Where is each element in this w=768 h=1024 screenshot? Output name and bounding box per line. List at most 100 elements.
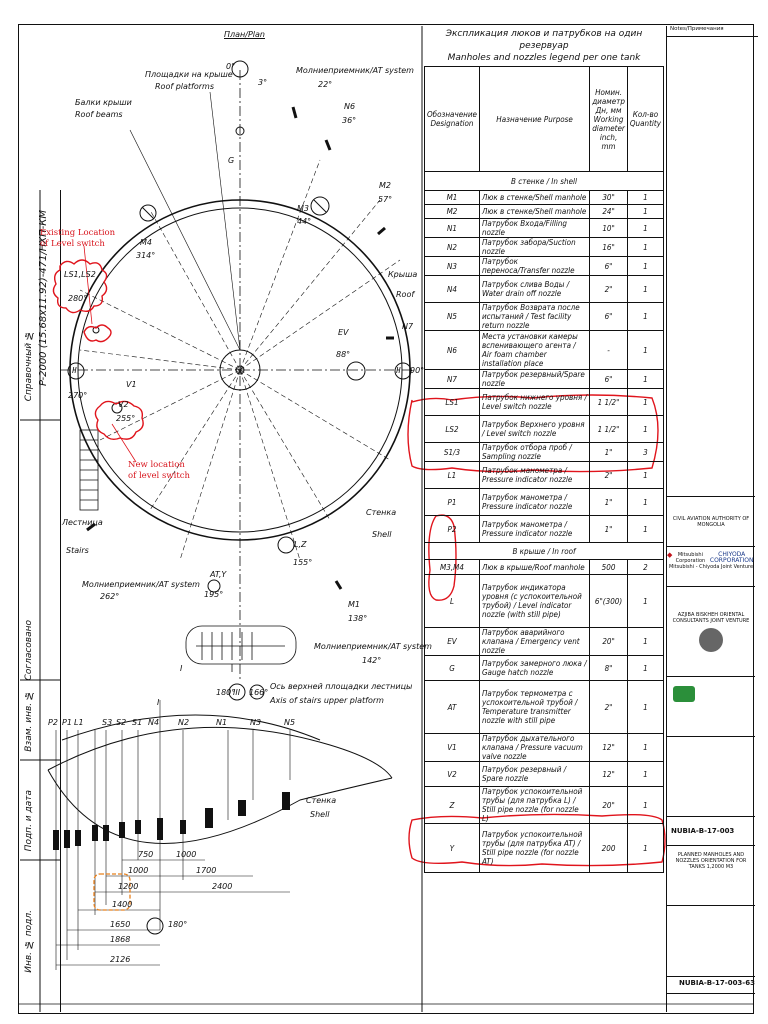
nozzle-n5: N5: [284, 718, 296, 727]
quantity-cell: 1: [626, 218, 665, 238]
notes-label: Notes/Примечания: [667, 26, 758, 37]
diameter-cell: -: [589, 330, 628, 370]
aty-label: AT,Y: [210, 570, 227, 579]
revision-block: [667, 906, 755, 977]
designation-cell: N3: [424, 256, 480, 276]
quantity-cell: 1: [626, 761, 665, 787]
elevation-shell-en: Shell: [310, 810, 330, 819]
jv-label: AZJIBA BISKHEH ORIENTAL CONSULTANTS JOIN…: [672, 612, 750, 624]
quantity-cell: 1: [626, 369, 665, 389]
purpose-cell: Патрубок забора/Suction nozzle: [478, 237, 591, 257]
section-roof-row: В крыше / In roof: [424, 542, 664, 560]
purpose-cell: Патрубок успокоительной трубы (для патру…: [478, 786, 591, 824]
stairs-ru: Лестница: [62, 518, 103, 527]
table-title: Экспликация люков и патрубков на один ре…: [424, 28, 664, 64]
designation-cell: N7: [424, 369, 480, 389]
designation-cell: L1: [424, 461, 480, 489]
header-designation: Обозначение Designation: [424, 66, 480, 172]
lz-angle: 155°: [293, 558, 313, 567]
dim-2126: 2126: [110, 955, 131, 964]
drawing-title: PLANNED MANHOLES AND NOZZLES ORIENTATION…: [667, 846, 755, 906]
designation-cell: Y: [424, 823, 480, 873]
roof-en: Roof: [396, 290, 415, 299]
existing-location-line2: of Level switch: [40, 239, 105, 249]
designation-cell: N6: [424, 330, 480, 370]
roof-platforms-en: Roof platforms: [155, 82, 215, 91]
designation-cell: P1: [424, 488, 480, 516]
section-roof: В крыше / In roof: [424, 542, 664, 560]
quantity-cell: 1: [626, 204, 665, 219]
purpose-cell: Патрубок переноса/Transfer nozzle: [478, 256, 591, 276]
section-shell-row: В стенке / In shell: [424, 171, 664, 191]
diameter-cell: 16": [589, 237, 628, 257]
diameter-cell: 2": [589, 680, 628, 734]
purpose-cell: Патрубок аварийного клапана / Emergency …: [478, 627, 591, 656]
diameter-cell: 12": [589, 761, 628, 787]
new-location-line1: New location: [128, 460, 185, 470]
m2-angle: 57°: [378, 195, 393, 204]
dim-1200: 1200: [118, 882, 139, 891]
roof-ru: Крыша: [388, 270, 418, 279]
designation-cell: N4: [424, 275, 480, 303]
diameter-cell: 10": [589, 218, 628, 238]
aty-angle: 195°: [204, 590, 224, 599]
roof-beams-ru: Балки крыши: [75, 98, 132, 107]
m4-angle: 314°: [136, 251, 156, 260]
dim-2400: 2400: [212, 882, 233, 891]
purpose-cell: Патрубок слива Воды / Water drain off no…: [478, 275, 591, 303]
purpose-cell: Патрубок Входа/Filling nozzle: [478, 218, 591, 238]
new-location-note: New location of level switch: [128, 460, 190, 482]
purpose-cell: Патрубок манометра / Pressure indicator …: [478, 488, 591, 516]
diameter-cell: 6"(300): [589, 574, 628, 628]
at-system-bottom: Молниеприемник/AT system: [314, 642, 432, 651]
purpose-cell: Патрубок Возврата после испытаний / Test…: [478, 302, 591, 331]
diameter-cell: 1 1/2": [589, 415, 628, 443]
chiyoda-label: CHIYODA CORPORATION: [709, 551, 754, 564]
v1-label: V1: [126, 380, 137, 389]
quantity-cell: 1: [626, 680, 665, 734]
designation-cell: EV: [424, 627, 480, 656]
diameter-cell: 1": [589, 515, 628, 543]
purpose-cell: Патрубок успокоительной трубы (для патру…: [478, 823, 591, 873]
elevation-roman-1: I: [157, 698, 160, 707]
n6-label: N6: [344, 102, 356, 111]
at-system-bottom-angle: 142°: [362, 656, 382, 665]
designation-cell: M1: [424, 190, 480, 205]
designation-cell: V2: [424, 761, 480, 787]
table-header-row: Обозначение Designation Назначение Purpo…: [424, 66, 665, 172]
quantity-cell: 1: [626, 823, 665, 873]
angle-3: 3°: [258, 78, 268, 87]
new-location-line2: of level switch: [128, 471, 190, 481]
designation-cell: S1/3: [424, 442, 480, 462]
purpose-cell: Патрубок индикатора уровня (с успокоител…: [478, 574, 591, 628]
diameter-cell: 24": [589, 204, 628, 219]
project-id: NUBIA-B-17-003: [667, 816, 755, 846]
dim-1868: 1868: [110, 935, 131, 944]
plan-title: План/Plan: [224, 30, 265, 39]
m1-label: M1: [348, 600, 360, 609]
diameter-cell: 1": [589, 488, 628, 516]
quantity-cell: 1: [626, 190, 665, 205]
existing-location-note: Existing Location of Level switch: [40, 228, 115, 250]
header-purpose: Назначение Purpose: [478, 66, 591, 172]
contractor-block: ◆ Mitsubishi Corporation CHIYODA CORPORA…: [667, 546, 755, 587]
nozzle-s3: S3: [102, 718, 113, 727]
dim-1650: 1650: [110, 920, 131, 929]
shell-en: Shell: [372, 530, 392, 539]
v2-label: V2: [118, 400, 129, 409]
quantity-cell: 1: [626, 388, 665, 416]
